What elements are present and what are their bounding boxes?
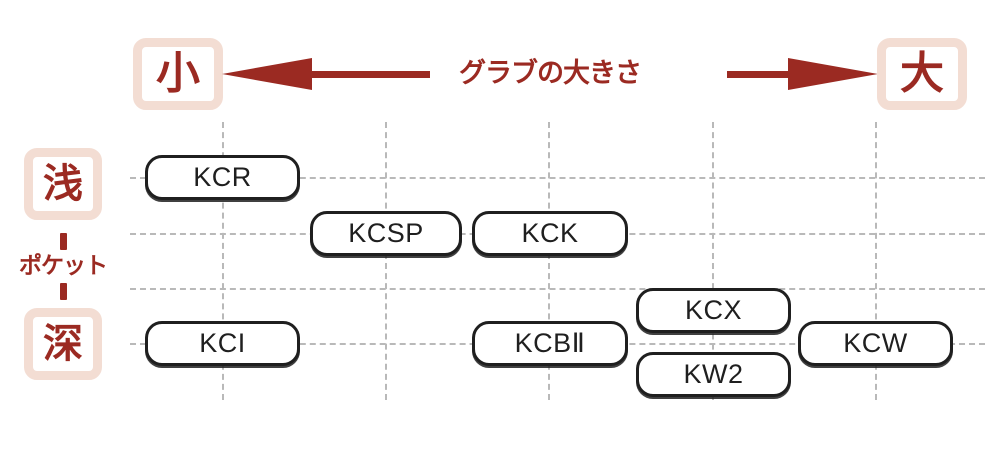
axis-label-size-max: 大	[877, 38, 967, 110]
arrow-head-right-icon	[788, 58, 878, 90]
axis-label-size-min-text: 小	[156, 48, 200, 99]
axis-label-pocket-deep: 深	[24, 308, 102, 380]
axis-label-pocket-shallow-text: 浅	[43, 161, 83, 207]
model-label: KCI	[199, 328, 246, 358]
gridline-horizontal-1	[130, 177, 985, 179]
model-label: KCX	[684, 295, 743, 325]
pocket-axis-dash-bottom	[59, 282, 67, 300]
gridline-vertical-2	[385, 122, 387, 400]
model-box-kcsp[interactable]: KCSP	[310, 211, 462, 256]
model-box-kci[interactable]: KCI	[145, 321, 300, 366]
model-box-kcx[interactable]: KCX	[636, 288, 791, 333]
model-label: KCR	[193, 162, 252, 192]
gridline-vertical-3	[548, 122, 550, 400]
arrow-shaft-right	[727, 71, 807, 78]
pocket-axis-dash-top	[59, 232, 67, 250]
gridline-vertical-4	[712, 122, 714, 400]
model-label: KCBⅡ	[514, 328, 586, 358]
model-label: KW2	[683, 359, 744, 389]
axis-label-pocket-shallow: 浅	[24, 148, 102, 220]
axis-label-pocket-deep-text: 深	[43, 321, 83, 367]
axis-label-size-max-text: 大	[900, 48, 944, 99]
model-box-kcb2[interactable]: KCBⅡ	[472, 321, 628, 366]
model-box-kck[interactable]: KCK	[472, 211, 628, 256]
pocket-axis: ポケット	[0, 220, 126, 312]
gridline-horizontal-3	[130, 288, 985, 290]
model-label: KCK	[521, 218, 579, 248]
model-label: KCSP	[348, 218, 424, 248]
model-label: KCW	[843, 328, 908, 358]
model-box-kcw[interactable]: KCW	[798, 321, 953, 366]
size-axis-arrow: グラブの大きさ	[222, 56, 878, 92]
model-box-kw2[interactable]: KW2	[636, 352, 791, 397]
gridline-vertical-1	[222, 122, 224, 400]
gridline-vertical-5	[875, 122, 877, 400]
model-box-kcr[interactable]: KCR	[145, 155, 300, 200]
size-axis-label: グラブの大きさ	[430, 56, 670, 92]
pocket-axis-label: ポケット	[19, 252, 108, 279]
axis-label-size-min: 小	[133, 38, 223, 110]
arrow-head-left-icon	[222, 58, 312, 90]
